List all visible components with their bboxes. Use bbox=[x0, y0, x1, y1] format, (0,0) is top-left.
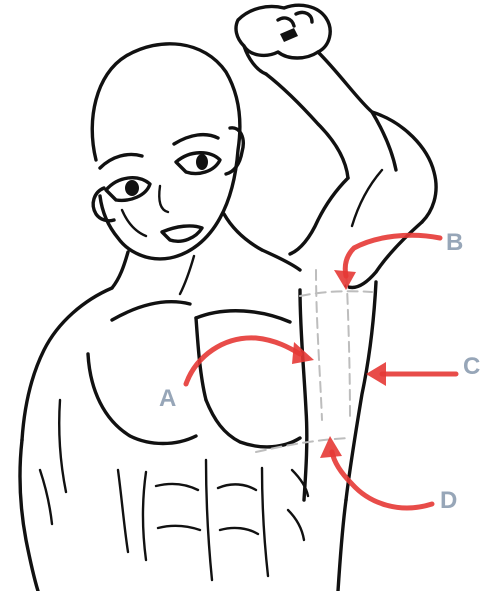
abs-left-col bbox=[143, 472, 146, 560]
left-pupil bbox=[125, 180, 139, 196]
abs-mid-col bbox=[206, 460, 212, 580]
fist-icon bbox=[236, 5, 330, 74]
neck-right bbox=[224, 214, 262, 250]
raised-arm-inner bbox=[266, 74, 348, 178]
neck-left bbox=[112, 252, 128, 288]
raised-arm-outer bbox=[318, 52, 436, 222]
figure-outline bbox=[20, 5, 436, 591]
left-arm-detail bbox=[40, 470, 52, 524]
oblique-lines bbox=[118, 470, 128, 552]
abs-row-3 bbox=[158, 526, 200, 530]
callout-label-a: A bbox=[159, 387, 176, 411]
arrow-b bbox=[345, 235, 440, 276]
armpit-fold bbox=[346, 222, 422, 287]
right-torso-edge bbox=[300, 290, 307, 500]
abs-row-2 bbox=[218, 484, 256, 490]
right-pupil bbox=[196, 154, 208, 170]
callout-label-b: B bbox=[446, 231, 463, 255]
right-eyebrow bbox=[174, 135, 218, 144]
left-pec-lower bbox=[88, 354, 196, 444]
upper-arm-lower bbox=[290, 178, 348, 254]
chest-top bbox=[112, 302, 190, 320]
callout-label-d: D bbox=[440, 489, 457, 513]
left-eyebrow bbox=[100, 155, 142, 169]
cheek-line bbox=[122, 210, 146, 236]
left-arm-outer bbox=[20, 440, 38, 591]
bicep-line bbox=[352, 170, 382, 226]
abs-row-4 bbox=[220, 528, 258, 534]
left-shoulder bbox=[22, 288, 112, 440]
callout-arrows bbox=[186, 235, 456, 508]
guide-lines bbox=[256, 262, 372, 452]
abs-right-col bbox=[262, 468, 268, 576]
nose bbox=[159, 186, 168, 212]
right-pec-lower bbox=[206, 400, 300, 447]
callout-label-c: C bbox=[463, 355, 480, 379]
serratus-2 bbox=[288, 510, 304, 540]
trapezius-line bbox=[180, 256, 194, 294]
right-pec bbox=[196, 311, 290, 322]
head-outline bbox=[92, 44, 240, 259]
abs-row-1 bbox=[156, 484, 198, 490]
left-arm-inner bbox=[59, 400, 66, 492]
ear bbox=[226, 128, 243, 174]
lower-right-torso bbox=[338, 500, 346, 591]
mouth bbox=[162, 226, 202, 241]
